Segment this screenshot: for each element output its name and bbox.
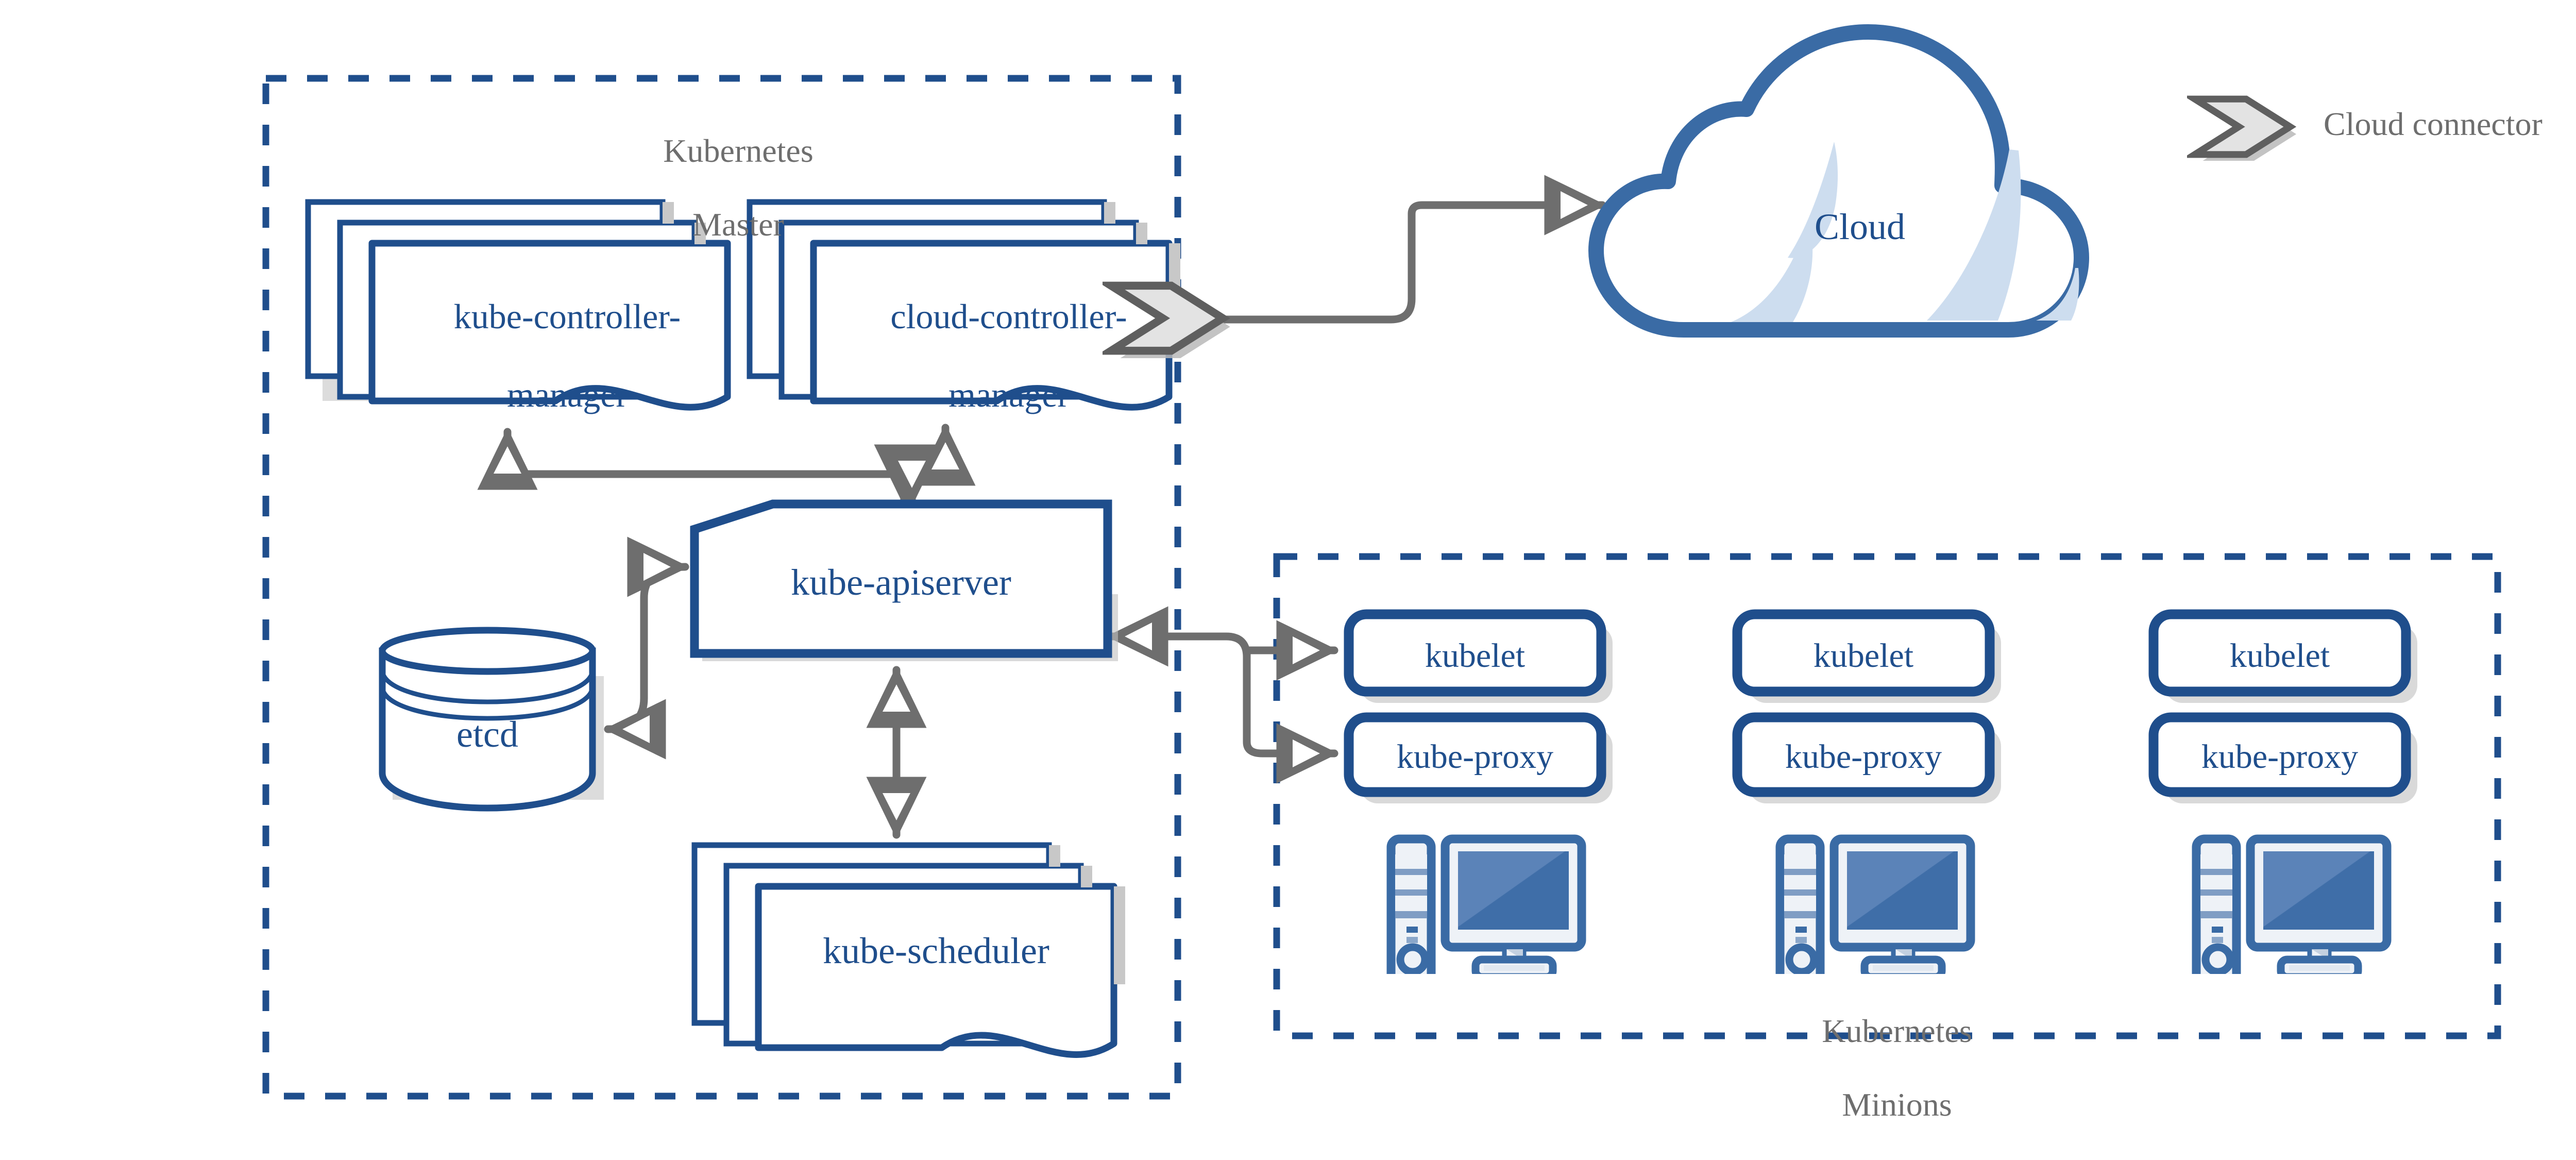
connector-ccm-apiserver	[882, 424, 976, 507]
connector-apiserver-kubelet	[1106, 606, 1338, 681]
minion-3-kubelet-box	[2148, 609, 2411, 697]
connector-ccm-cloud	[1186, 175, 1606, 324]
minion-1	[1344, 609, 1613, 988]
minion-1-kubelet-box	[1344, 609, 1606, 697]
minion-3	[2148, 609, 2417, 988]
cloud-shape	[1588, 24, 2089, 338]
connector-kcm-apiserver	[477, 428, 935, 507]
node-kube-controller-manager[interactable]	[305, 199, 731, 411]
legend-chevron-icon	[2195, 99, 2296, 162]
node-etcd[interactable]	[379, 627, 604, 812]
minion-1-kubeproxy-box	[1344, 712, 1606, 797]
group-box-master	[262, 75, 1181, 1100]
minion-2-kubeproxy-box	[1732, 712, 1995, 797]
minion-3-kubeproxy-box	[2148, 712, 2411, 797]
group-box-minions	[1273, 553, 2501, 1039]
node-kube-apiserver[interactable]	[690, 499, 1118, 661]
minion-2	[1732, 609, 2001, 988]
connectors	[477, 175, 1606, 839]
node-cloud-controller-manager[interactable]	[747, 199, 1180, 411]
minion-2-computer-icon	[1780, 839, 1971, 988]
minion-1-computer-icon	[1391, 839, 1582, 988]
minion-2-kubelet-box	[1732, 609, 1995, 697]
connector-apiserver-etcd	[604, 536, 689, 760]
minion-3-computer-icon	[2196, 839, 2387, 988]
node-kube-scheduler[interactable]	[691, 842, 1125, 1058]
connector-apiserver-kubeproxy	[1243, 646, 1338, 784]
